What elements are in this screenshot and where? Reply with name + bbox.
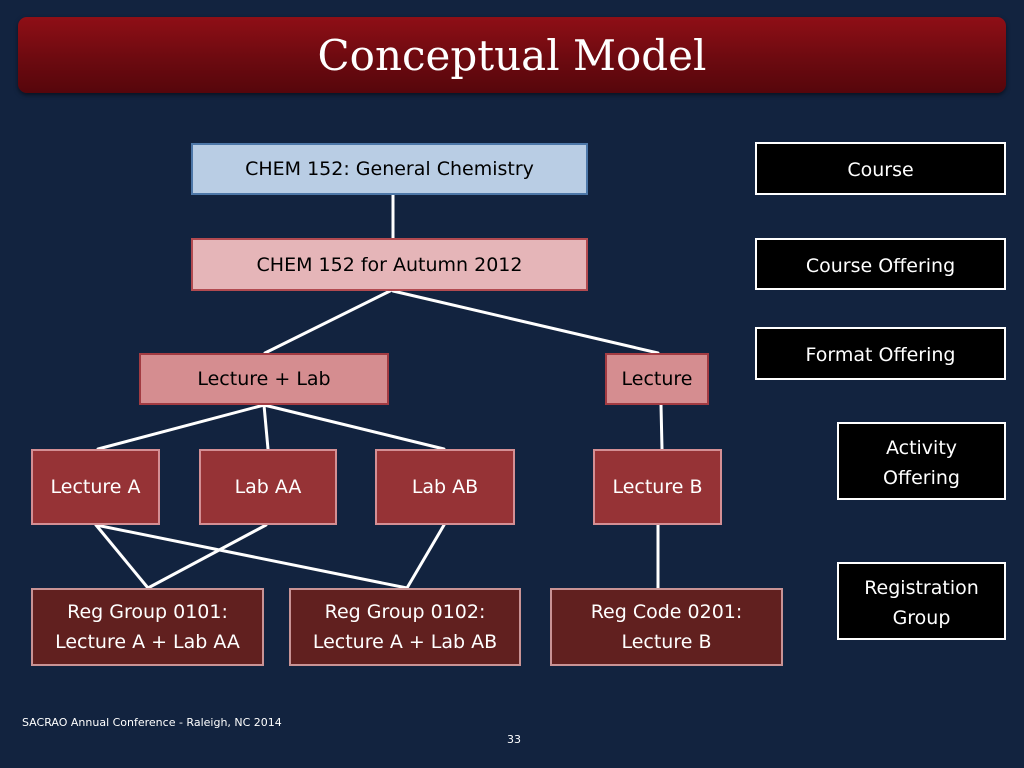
reg-group-0102-label: Reg Group 0102: Lecture A + Lab AB [312, 601, 498, 653]
activity-lecture-b-label: Lecture B [612, 476, 703, 498]
legend-course-label: Course [847, 159, 914, 181]
title-bar [18, 17, 1006, 93]
connector-lecture-lab-lecture-a [96, 403, 266, 451]
connector-lab-aa-reg-0101 [146, 523, 268, 590]
legend-activity-offering-label: Activity Offering [883, 437, 960, 489]
reg-group-0102-node: Reg Group 0102: Lecture A + Lab AB [289, 588, 521, 666]
page-number: 33 [507, 733, 521, 746]
reg-group-0101-label: Reg Group 0101: Lecture A + Lab AA [55, 601, 240, 653]
legend-format-offering-label: Format Offering [805, 344, 956, 366]
course-node: CHEM 152: General Chemistry [191, 143, 588, 195]
connector-lecture-a-reg-0102 [94, 523, 409, 590]
course-node-label: CHEM 152: General Chemistry [245, 158, 534, 180]
format-offering-lecture-lab-label: Lecture + Lab [197, 368, 331, 390]
connector-lecture-a-reg-0101 [94, 523, 150, 590]
connector-lecture-lecture-b [659, 403, 664, 451]
reg-code-0201-node: Reg Code 0201: Lecture B [550, 588, 783, 666]
format-offering-lecture-node: Lecture [605, 353, 709, 405]
legend-course-offering-label: Course Offering [805, 255, 956, 277]
legend-format-offering: Format Offering [755, 327, 1006, 380]
connector-offering-lecture-lab [263, 289, 392, 355]
activity-lab-aa-label: Lab AA [234, 476, 302, 498]
connector-lecture-lab-lab-aa [262, 403, 270, 451]
activity-lecture-b-node: Lecture B [593, 449, 722, 525]
legend-registration-group-label: Registration Group [864, 577, 979, 629]
course-offering-node-label: CHEM 152 for Autumn 2012 [256, 253, 523, 276]
legend-course-offering: Course Offering [755, 238, 1006, 290]
reg-code-0201-label: Reg Code 0201: Lecture B [590, 601, 743, 653]
legend-course: Course [755, 142, 1006, 195]
activity-lab-ab-node: Lab AB [375, 449, 515, 525]
footer-text: SACRAO Annual Conference - Raleigh, NC 2… [22, 716, 282, 729]
connector-offering-lecture [391, 289, 660, 355]
course-offering-node: CHEM 152 for Autumn 2012 [191, 238, 588, 291]
connector-lab-ab-reg-0102 [405, 523, 446, 590]
legend-activity-offering: Activity Offering [837, 422, 1006, 500]
format-offering-lecture-lab-node: Lecture + Lab [139, 353, 389, 405]
activity-lab-ab-label: Lab AB [411, 476, 479, 498]
activity-lab-aa-node: Lab AA [199, 449, 337, 525]
slide-title: Conceptual Model [317, 31, 707, 80]
activity-lecture-a-node: Lecture A [31, 449, 160, 525]
connector-lecture-lab-lab-ab [262, 403, 446, 451]
activity-lecture-a-label: Lecture A [50, 476, 141, 498]
reg-group-0101-node: Reg Group 0101: Lecture A + Lab AA [31, 588, 264, 666]
legend-registration-group: Registration Group [837, 562, 1006, 640]
format-offering-lecture-label: Lecture [621, 368, 693, 390]
